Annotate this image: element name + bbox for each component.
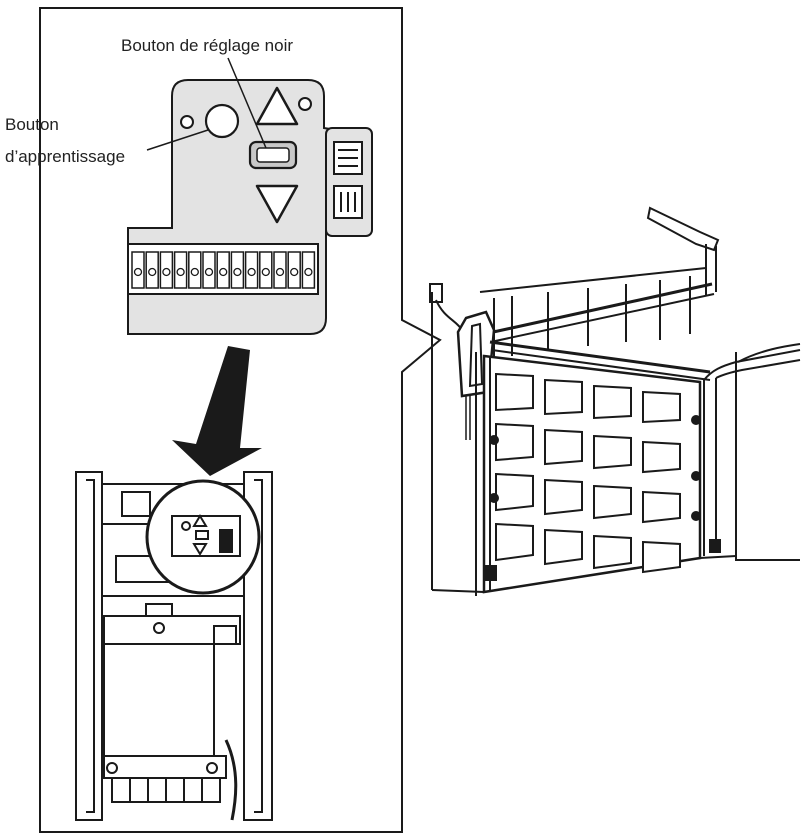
label-learn-button-line2: d’apprentissage [5,147,125,166]
learn-button-icon [204,103,240,139]
pointer-arrow [172,346,262,476]
label-learn-button-line1: Bouton [5,115,59,134]
door-panel [642,440,681,474]
door-panel [593,434,632,470]
terminal-screw [247,267,256,277]
down-arrow-icon [255,184,299,224]
terminal-screw [190,267,199,277]
terminal-screw [304,267,313,277]
door-panel [544,378,583,416]
label-adjust-button: Bouton de réglage noir [121,36,293,55]
door-panel [593,534,632,570]
terminal-screw [204,267,214,277]
opener-housing [75,471,273,821]
door-panel [544,478,583,516]
terminal-screw [233,267,242,277]
label-adjust-button-group: Bouton de réglage noir [121,36,293,149]
door-panel [642,390,681,424]
label-learn-button-group: Bouton d’apprentissage [5,115,209,166]
terminal-screw [133,267,143,277]
up-arrow-icon [255,86,299,126]
door-panel [642,490,681,524]
terminal-screw [148,267,157,277]
garage-scene [429,206,801,596]
door-panel [593,484,632,520]
door-panel [495,522,534,562]
terminal-screw [290,267,299,277]
door-panel [544,428,583,466]
terminal-strip [131,251,316,289]
terminal-screw [176,267,185,277]
door-panel [642,540,681,574]
door-panel [495,472,534,512]
door-panel [495,422,534,462]
door-panel [593,384,632,420]
terminal-screw [162,267,171,277]
door-panel [495,372,534,412]
control-panel-closeup [127,79,373,335]
terminal-screw [219,267,228,277]
terminal-screw [275,267,285,277]
terminal-screw [261,267,270,277]
door-panel [544,528,583,566]
door-panels [495,372,681,574]
